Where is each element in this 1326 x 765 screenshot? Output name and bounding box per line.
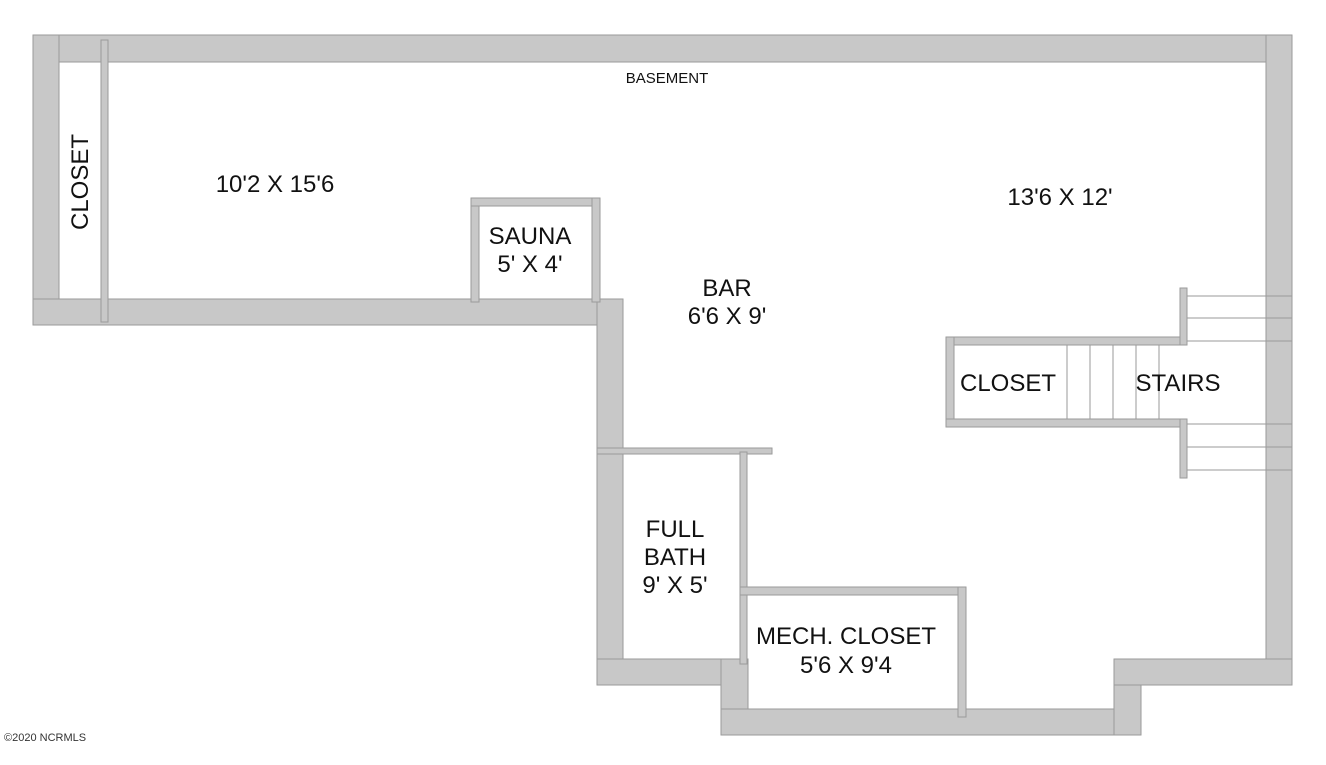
- sauna-top-wall: [470, 197, 601, 207]
- right-closet-top-wall: [945, 336, 1187, 346]
- left-closet-label: CLOSET: [67, 134, 94, 230]
- stair-post-top: [1179, 287, 1188, 346]
- right-closet-left-wall: [945, 336, 955, 428]
- stair-treads: [1066, 295, 1292, 471]
- right-closet-bottom-wall: [945, 418, 1187, 428]
- walls: [32, 34, 1293, 736]
- full-bath-line2: BATH: [644, 544, 706, 571]
- stair-post-bottom: [1179, 418, 1188, 479]
- mech-top-wall: [739, 586, 967, 596]
- top-wall: [32, 34, 1293, 63]
- floor-title: BASEMENT: [626, 70, 709, 87]
- bar-dims: 6'6 X 9': [688, 303, 767, 330]
- left-wall: [32, 34, 60, 326]
- mech-bottom-wall: [720, 708, 1142, 736]
- mech-right-wall: [957, 586, 967, 718]
- bar-name: BAR: [702, 275, 751, 302]
- sauna-name: SAUNA: [489, 223, 572, 250]
- full-bath-line1: FULL: [646, 516, 705, 543]
- full-bath-dims: 9' X 5': [642, 572, 707, 599]
- left-closet-divider: [100, 39, 109, 323]
- right-wall: [1265, 34, 1293, 686]
- bar-left-wall: [596, 298, 624, 686]
- sauna-dims: 5' X 4': [497, 251, 562, 278]
- mech-closet-name: MECH. CLOSET: [756, 623, 936, 650]
- copyright-credit: ©2020 NCRMLS: [4, 732, 86, 744]
- bottom-right-wall: [1113, 658, 1293, 686]
- stairs-label: STAIRS: [1136, 370, 1221, 397]
- sauna-right-wall: [591, 197, 601, 303]
- right-room-dims: 13'6 X 12': [1007, 184, 1112, 211]
- mech-closet-dims: 5'6 X 9'4: [800, 652, 892, 679]
- left-room-dims: 10'2 X 15'6: [216, 171, 335, 198]
- left-room-bottom-wall: [32, 298, 624, 326]
- sauna-left-wall: [470, 197, 480, 303]
- right-closet-label: CLOSET: [960, 370, 1056, 397]
- interior-walls: [100, 39, 1188, 718]
- bath-top-wall: [596, 447, 773, 455]
- bath-right-wall: [739, 451, 748, 665]
